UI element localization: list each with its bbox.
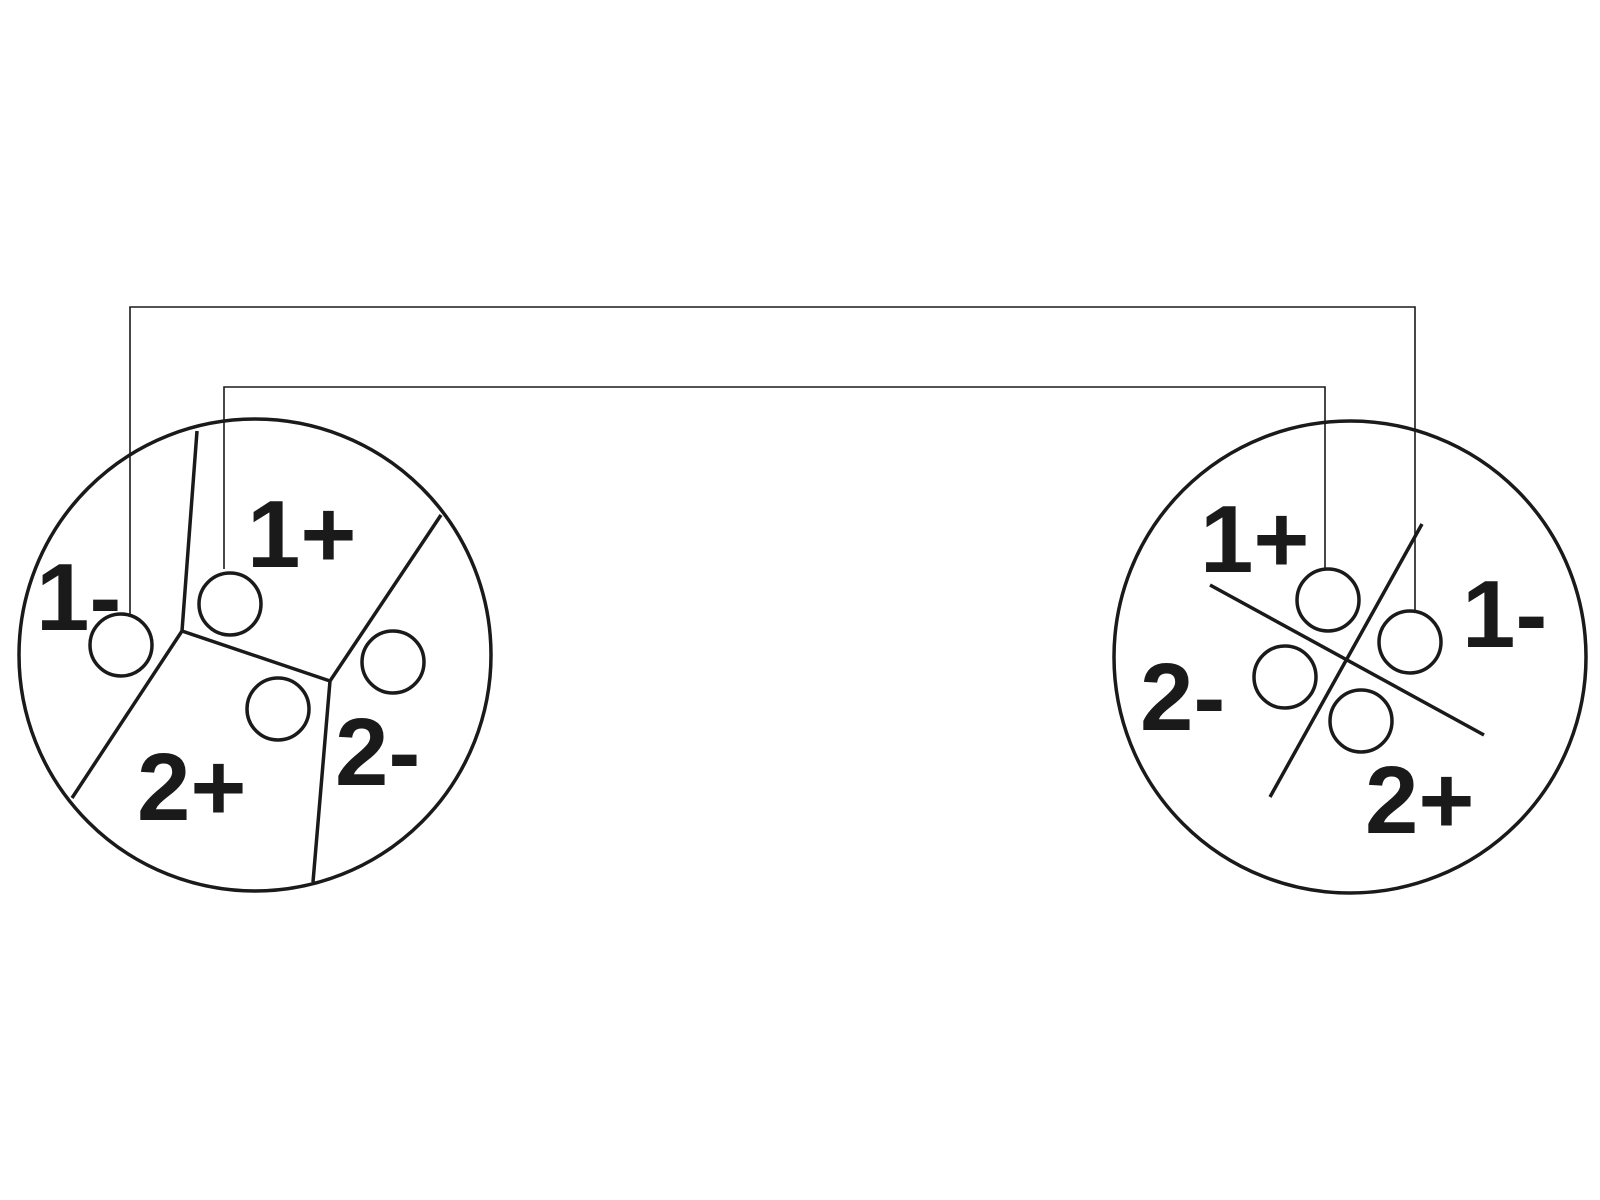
left-pin-1-plus	[197, 571, 263, 637]
right-cross-line-b	[1268, 523, 1424, 798]
left-divider-bottom	[311, 680, 332, 883]
left-label-1-plus: 1+	[247, 481, 356, 588]
left-connector-outline	[17, 417, 493, 893]
left-connector: 1- 1+ 2+ 2-	[17, 417, 493, 893]
left-pin-2-plus	[245, 676, 311, 742]
left-pin-2-minus	[360, 629, 426, 695]
right-label-1-minus: 1-	[1462, 561, 1547, 668]
left-sector-dividers	[70, 430, 443, 883]
left-divider-center	[181, 629, 331, 683]
right-pin-1-plus	[1295, 567, 1361, 633]
right-label-2-minus: 2-	[1140, 644, 1225, 751]
left-pin-1-minus	[88, 612, 154, 678]
right-pin-2-plus	[1328, 688, 1394, 754]
left-label-1-minus: 1-	[36, 544, 121, 651]
right-pin-1-minus	[1377, 609, 1443, 675]
right-connector: 1+ 1- 2- 2+	[1112, 419, 1588, 895]
left-label-2-plus: 2+	[137, 734, 246, 841]
right-pin-2-minus	[1252, 644, 1318, 710]
left-divider-lower-left	[70, 630, 184, 799]
left-divider-top	[180, 430, 199, 632]
wire-1-plus	[223, 386, 1326, 569]
right-label-1-plus: 1+	[1200, 486, 1309, 593]
left-pins	[88, 571, 426, 742]
right-connector-outline	[1112, 419, 1588, 895]
right-pins	[1252, 567, 1443, 754]
wires	[129, 306, 1416, 619]
wire-1-minus	[129, 306, 1416, 619]
left-label-2-minus: 2-	[335, 699, 420, 806]
right-cross-lines	[1209, 523, 1485, 798]
left-divider-upper-right	[328, 514, 443, 682]
right-label-2-plus: 2+	[1365, 747, 1474, 854]
